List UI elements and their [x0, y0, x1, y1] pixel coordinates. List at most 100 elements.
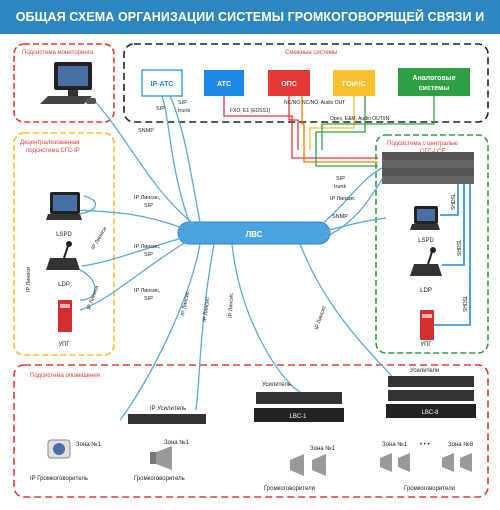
lbc8-icon — [386, 404, 476, 418]
central-label-1: Подсистема с централью — [387, 141, 458, 147]
lan-link-3: IP Линсис — [228, 293, 235, 318]
lan-bus — [177, 221, 331, 245]
amps-label: Усилители — [410, 368, 439, 374]
central-upg-icon — [420, 310, 434, 340]
page-title: ОБЩАЯ СХЕМА ОРГАНИЗАЦИИ СИСТЕМЫ ГРОМКОГО… — [15, 10, 485, 58]
adjacent-label: Смежные системы — [285, 50, 337, 56]
shdsl-label-3: SHDSL — [463, 295, 469, 312]
central-feed-2 — [303, 150, 378, 163]
ip-lines-sip-2b: SIP — [144, 252, 153, 258]
monitor-icon — [40, 62, 96, 104]
lan-label: ЛВС — [246, 230, 263, 239]
sip-trunk-label-2: trunk — [178, 108, 190, 114]
lspd-icon — [46, 192, 82, 220]
central-snmp-label: SNMP — [332, 214, 348, 220]
central-lspd-label: LSPD — [418, 238, 434, 244]
fxo-label: FXO, E1 (EDSS1) — [230, 108, 271, 114]
ops-label: ОПС — [281, 81, 297, 88]
speakers-8-icon — [380, 453, 472, 472]
upg-icon — [58, 300, 72, 332]
ip-lines-sip-3b: SIP — [144, 296, 153, 302]
ops-link — [288, 96, 299, 150]
zone1-label-c: Зона №1 — [310, 445, 336, 452]
speaker-icon — [150, 446, 172, 470]
zone1-label-d: Зона №1 — [382, 441, 408, 448]
lan-link-4: IP Линсис — [314, 305, 327, 331]
gochs-label: ГОиЧС — [342, 81, 366, 88]
central-ldp-label: LDP — [420, 288, 432, 294]
central-lspd-icon — [410, 206, 440, 230]
ipats-label: IP-АТС — [151, 81, 174, 88]
ip-lines-sip-3a: IP Линсис, — [134, 288, 161, 294]
decentral-ip-lines-2: IP Линиси — [91, 226, 109, 251]
upg-label: УПГ — [58, 342, 70, 348]
zone1-label-b: Зона №1 — [164, 439, 190, 446]
speakers-1-label: Громкоговорители — [264, 486, 315, 492]
central-ip-lines-label: IP Линсис — [330, 196, 355, 202]
lan-link-1: IP Линсис — [180, 291, 191, 317]
shdsl-label-1: SHDSL — [451, 193, 457, 210]
shdsl-lines — [434, 184, 471, 326]
ats-link — [223, 96, 293, 150]
monitoring-label: Подсистема мониторинга — [22, 50, 94, 56]
ip-speaker-label: IP Громкоговоритель — [30, 476, 88, 482]
central-box — [375, 134, 489, 354]
lspd-label: LSPD — [56, 232, 72, 238]
amps-1-icon — [388, 376, 474, 387]
ip-lines-sip-1a: IP Линсис, — [134, 195, 161, 201]
decentral-label-1: Децентрализованная — [20, 140, 79, 146]
ipats-box — [141, 69, 183, 97]
snmp-top-label: SNMP — [138, 128, 154, 134]
ip-lines-sip-2a: IP Линсис, — [134, 244, 161, 250]
zone1-label-a: Зона №1 — [76, 441, 102, 448]
sip-trunk-label-1: SIP — [178, 100, 187, 106]
warning-box — [13, 364, 489, 498]
amp-1-icon — [256, 392, 342, 404]
ip-amp-label: IP Усилитель — [150, 406, 186, 412]
analog-box — [398, 68, 470, 96]
ip-lines-sip-1b: SIP — [144, 203, 153, 209]
shdsl-label-2: SHDSL — [457, 239, 463, 256]
speaker-label: Громкоговоритель — [134, 476, 185, 482]
lan-link-2: IP Линсис — [202, 297, 211, 323]
amp-label: Усилитель — [262, 382, 291, 388]
gochs-box — [333, 70, 375, 96]
zone8-label: Зона №8 — [448, 441, 474, 448]
lbc1-label: LBC-1 — [289, 414, 307, 420]
central-rack-icon — [382, 152, 474, 184]
gochs-link-2 — [315, 96, 366, 150]
central-trunk-label: trunk — [334, 184, 346, 190]
ops-link-2 — [301, 96, 305, 150]
ip-amp-icon — [128, 414, 206, 424]
ellipsis-label: • • • — [420, 442, 430, 448]
ldp-label: LDP — [58, 282, 70, 288]
lan-cables — [75, 95, 401, 421]
ops-box — [268, 70, 310, 96]
central-sip-label: SIP — [336, 176, 345, 182]
central-ldp-icon — [410, 247, 442, 276]
speakers-1-icon — [290, 454, 326, 476]
gochs-link — [309, 96, 355, 150]
ats-label: АТС — [217, 81, 231, 88]
decentral-ip-lines-1: IP Линиси — [26, 267, 32, 292]
adjacent-box — [123, 43, 489, 123]
analog-label-2: системы — [419, 85, 449, 92]
central-feed-3 — [315, 150, 378, 167]
monitoring-box — [13, 43, 115, 123]
speakers-8-label: Громкоговорители — [404, 486, 455, 492]
sip-label: SIP — [156, 106, 165, 112]
decentral-label-2: подсистема СГС-IP — [26, 148, 80, 154]
ncno-audio-label: NC/NO, Audio OUT — [302, 100, 345, 106]
analog-label-1: Аналоговые — [412, 75, 455, 82]
analog-link — [321, 96, 435, 150]
title-bar — [0, 0, 500, 34]
decentral-box — [13, 132, 115, 356]
ncno-label: NC/NO — [284, 100, 300, 106]
opex-label: Opex, E&M, Audio OUT/IN — [330, 116, 390, 122]
amps-2-icon — [388, 390, 474, 401]
warning-label: Подсистема оповещения — [30, 373, 100, 379]
ip-speaker-icon — [47, 439, 71, 459]
lbc1-icon — [254, 408, 344, 422]
